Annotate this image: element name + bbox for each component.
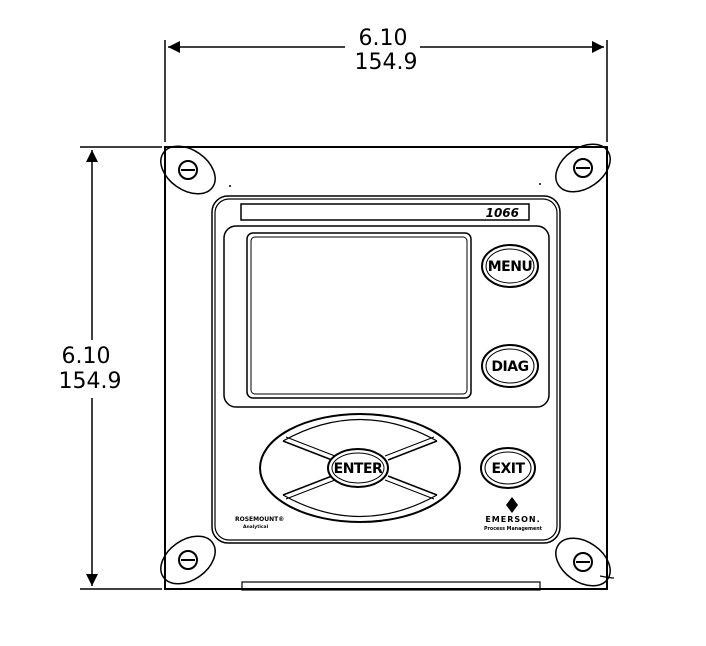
exit-button-label: EXIT [491, 461, 525, 477]
exit-button[interactable]: EXIT [480, 447, 536, 489]
screw-bottom-right-icon [555, 537, 611, 587]
panel-bottom-tab [241, 581, 541, 591]
panel-dot-left [229, 185, 231, 187]
height-mm-label: 154.9 [59, 369, 122, 394]
screw-bottom-left-icon [160, 535, 216, 585]
width-inches-label: 6.10 [359, 26, 408, 51]
emerson-diamond-icon [506, 497, 518, 513]
screw-top-right-icon [555, 143, 611, 193]
diag-button-label: DIAG [491, 359, 528, 375]
model-label: 1066 [486, 206, 519, 220]
panel-dot-right [539, 183, 541, 185]
nav-pad-inner-bottom [282, 494, 438, 517]
enter-button[interactable]: ENTER [327, 448, 389, 488]
lcd-screen [246, 232, 472, 399]
diag-button[interactable]: DIAG [481, 344, 539, 388]
navigation-pad [259, 413, 461, 523]
emerson-brand-label: EMERSON. [485, 515, 540, 524]
bezel-inner [214, 198, 558, 541]
bezel-outer [211, 195, 561, 544]
nav-pad-outer [259, 413, 461, 523]
screw-top-left-icon [160, 145, 216, 195]
rosemount-sub-label: Analytical [243, 524, 269, 530]
lcd-screen-inner [250, 236, 468, 395]
rosemount-logo: ROSEMOUNT® Analytical [235, 516, 284, 530]
height-dimension: 6.10 154.9 [59, 146, 162, 590]
menu-button-label: MENU [488, 259, 533, 275]
model-strip [240, 203, 530, 221]
device-panel: 1066 MENU DIAG [160, 143, 615, 591]
enter-button-label: ENTER [334, 461, 383, 477]
height-inches-label: 6.10 [62, 344, 111, 369]
width-dimension: 6.10 154.9 [164, 26, 608, 142]
rosemount-brand-label: ROSEMOUNT® [235, 516, 284, 523]
emerson-sub-label: Process Management [484, 526, 543, 532]
menu-button[interactable]: MENU [481, 244, 539, 288]
width-mm-label: 154.9 [355, 50, 418, 75]
emerson-logo: EMERSON. Process Management [484, 497, 543, 532]
nav-pad-inner-top [282, 419, 438, 442]
display-bezel [223, 225, 550, 408]
